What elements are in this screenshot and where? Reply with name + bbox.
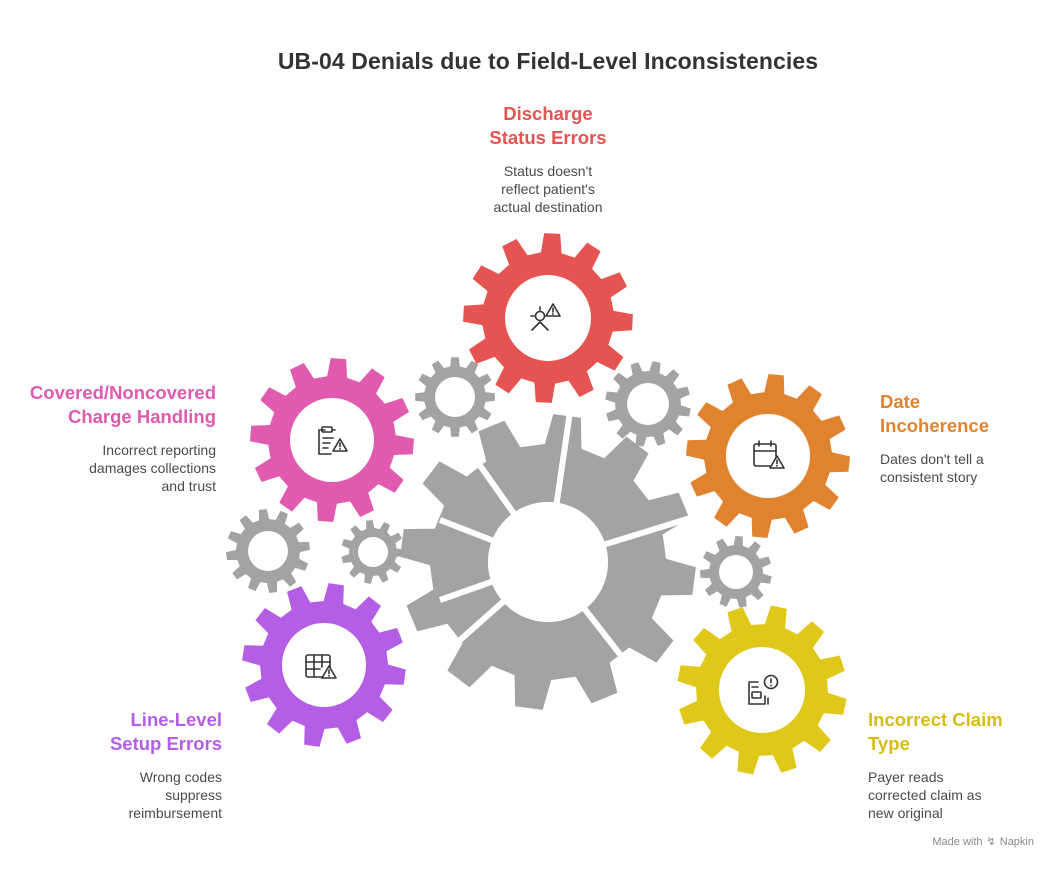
gear-line-hub bbox=[282, 623, 366, 707]
claim-type-label: Incorrect Claim Type bbox=[868, 709, 1003, 754]
small-gears-hub bbox=[248, 531, 288, 571]
line-level-label: Line-Level Setup Errors bbox=[109, 709, 222, 754]
line-level-gear bbox=[242, 583, 406, 747]
small-gears-hub bbox=[435, 377, 475, 417]
person-warning-icon bbox=[530, 303, 561, 331]
date-label: Date Incoherence bbox=[880, 391, 989, 436]
center-gear-hub bbox=[488, 502, 608, 622]
gear-discharge-hub bbox=[505, 275, 591, 361]
gear-covered-hub bbox=[290, 398, 374, 482]
napkin-logo-icon: ↯ bbox=[986, 836, 996, 848]
covered-label: Covered/Noncovered Charge Handling bbox=[29, 382, 216, 427]
napkin-watermark[interactable]: Made with ↯ Napkin bbox=[932, 835, 1034, 849]
covered-description: Incorrect reporting damages collections … bbox=[89, 442, 216, 494]
gear-date-hub bbox=[726, 414, 810, 498]
gear-claim-hub bbox=[719, 647, 805, 733]
small-gears-hub bbox=[358, 537, 388, 567]
claim-type-description: Payer reads corrected claim as new origi… bbox=[868, 769, 982, 821]
small-gears-hub bbox=[627, 383, 669, 425]
discharge-description: Status doesn't reflect patient's actual … bbox=[493, 163, 603, 215]
center-gear bbox=[400, 411, 701, 710]
date-gear bbox=[686, 374, 850, 538]
calendar-warning-icon bbox=[753, 440, 785, 469]
date-description: Dates don't tell a consistent story bbox=[880, 451, 984, 485]
clipboard-warning-icon bbox=[318, 426, 348, 455]
discharge-gear bbox=[463, 233, 633, 403]
table-warning-icon bbox=[305, 654, 337, 679]
claim-type-gear bbox=[677, 605, 847, 775]
line-level-description: Wrong codes suppress reimbursement bbox=[128, 769, 222, 821]
discharge-label: Discharge Status Errors bbox=[489, 103, 607, 148]
small-gray-gears bbox=[226, 357, 772, 608]
small-gears-hub bbox=[719, 555, 753, 589]
watermark-brand: Napkin bbox=[999, 835, 1034, 848]
watermark-prefix: Made with bbox=[932, 835, 983, 848]
page-title: UB-04 Denials due to Field-Level Inconsi… bbox=[277, 48, 819, 74]
document-alert-icon bbox=[748, 674, 779, 705]
covered-gear bbox=[250, 358, 414, 522]
